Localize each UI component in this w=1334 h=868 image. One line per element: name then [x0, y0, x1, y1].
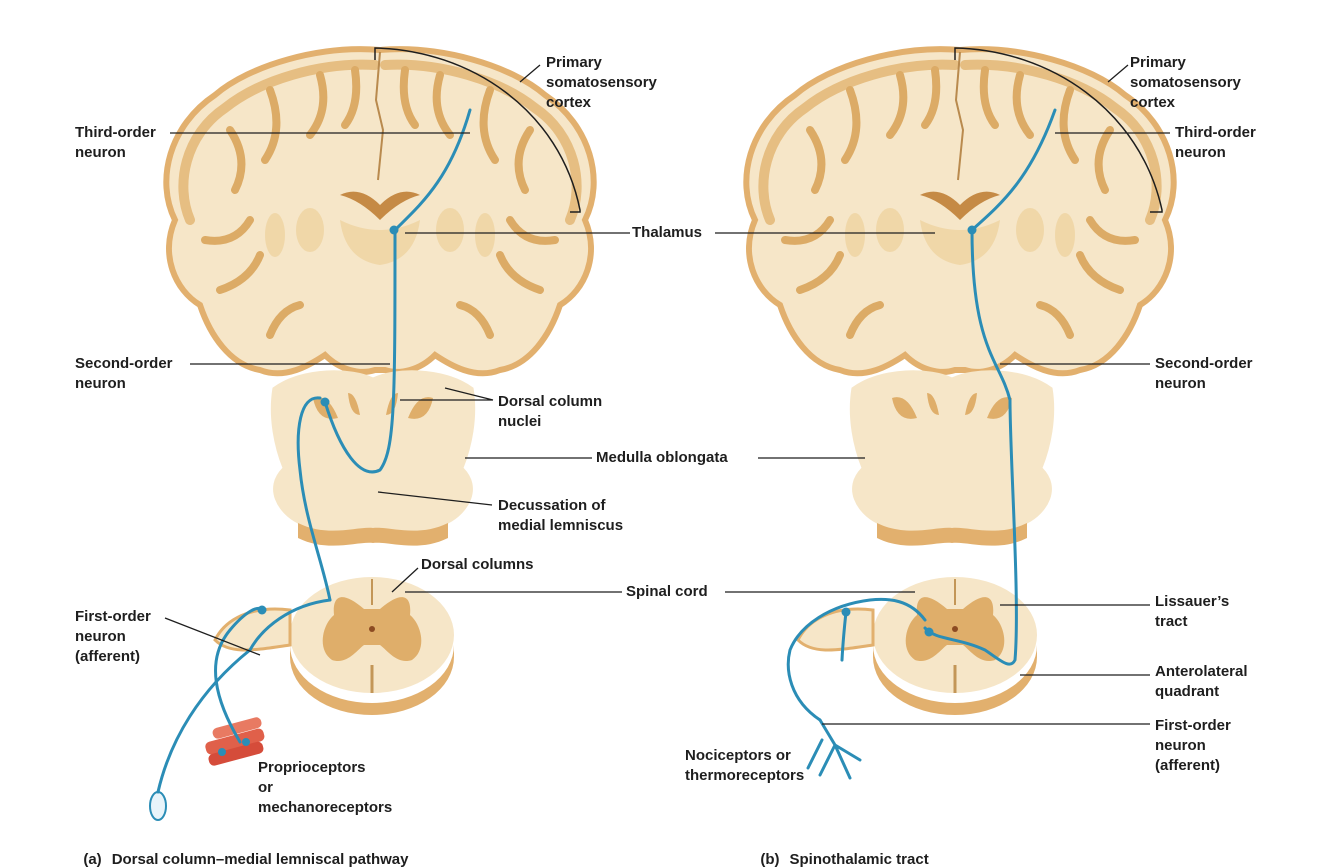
dorsal-root-a	[213, 607, 292, 652]
neuron-bodies-a	[218, 225, 399, 756]
label-third-order-neuron-a: Third-order neuron	[75, 124, 156, 161]
spinal-cord-section-a	[288, 575, 456, 717]
muscle-spindle	[205, 717, 265, 766]
caption-b-tag: (b)	[760, 851, 780, 868]
label-spinal-cord: Spinal cord	[626, 583, 708, 600]
label-thalamus: Thalamus	[632, 224, 703, 241]
label-first-order-neuron-a: First-order neuron (afferent)	[75, 608, 151, 665]
label-primary-cortex-a: Primary somatosensory cortex	[546, 54, 657, 111]
medulla-section-a	[270, 370, 476, 547]
caption-a-tag: (a)	[83, 851, 102, 868]
label-dorsal-column-nuclei: Dorsal column nuclei	[498, 393, 603, 430]
caption-b-text: Spinothalamic tract	[789, 851, 929, 868]
spinal-cord-section-b	[871, 575, 1039, 717]
cortex-bracket-a	[374, 47, 581, 213]
label-second-order-neuron-a: Second-order neuron	[75, 355, 173, 392]
label-anterolateral-quadrant: Anterolateral quadrant	[1155, 663, 1248, 700]
mechanoreceptor-corpuscle	[149, 791, 167, 821]
medulla-section-b	[849, 370, 1055, 547]
dorsal-root-b	[796, 607, 875, 652]
label-dorsal-columns: Dorsal columns	[421, 556, 534, 573]
label-decussation: Decussation of medial lemniscus	[498, 497, 624, 534]
neuron-bodies-b	[841, 225, 977, 637]
leader-lines	[164, 64, 1170, 725]
caption-a-text: Dorsal column–medial lemniscal pathway	[111, 851, 409, 868]
label-third-order-neuron-b: Third-order neuron	[1175, 124, 1256, 161]
brain-section-b	[746, 49, 1173, 373]
caption-a: (a) Dorsal column–medial lemniscal pathwa…	[75, 834, 408, 868]
label-medulla-oblongata: Medulla oblongata	[596, 449, 728, 466]
label-second-order-neuron-b: Second-order neuron	[1155, 355, 1253, 392]
cortex-bracket-b	[954, 47, 1163, 213]
label-nociceptors: Nociceptors or thermoreceptors	[685, 747, 805, 784]
label-proprioceptors: Proprioceptors or mechanoreceptors	[258, 759, 393, 816]
brain-section-a	[166, 49, 593, 373]
neuron-pathway-b	[786, 108, 1057, 780]
label-primary-cortex-b: Primary somatosensory cortex	[1130, 54, 1241, 111]
label-first-order-neuron-b: First-order neuron (afferent)	[1155, 717, 1231, 774]
neuron-pathway-a	[156, 108, 472, 794]
caption-b: (b) Spinothalamic tract	[752, 834, 929, 868]
label-lissauers-tract: Lissauer’s tract	[1155, 593, 1230, 630]
